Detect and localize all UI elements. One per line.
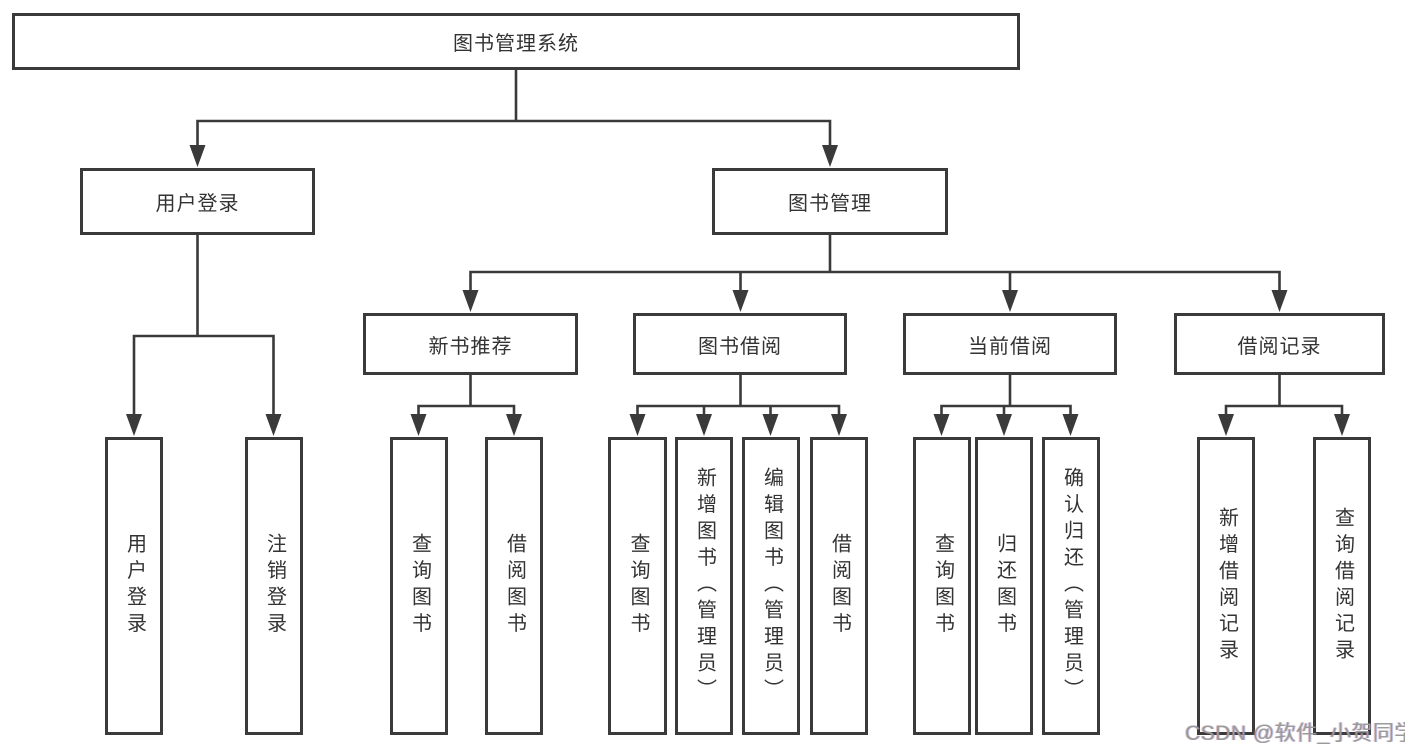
leaf-label: 新增图书（管理员） <box>693 467 716 705</box>
leaf-add-borrow-record: 新增借阅记录 <box>1197 437 1255 735</box>
node-user-login-branch: 用户登录 <box>80 168 315 235</box>
node-label: 新书推荐 <box>428 335 513 358</box>
leaf-label: 注销登录 <box>263 533 286 639</box>
node-book-management-branch: 图书管理 <box>712 168 948 235</box>
leaf-label: 查询借阅记录 <box>1331 506 1354 666</box>
node-label: 借阅记录 <box>1237 335 1322 358</box>
leaf-edit-books-admin: 编辑图书（管理员） <box>742 437 800 735</box>
leaf-query-books-recommend: 查询图书 <box>390 437 448 735</box>
leaf-query-borrow-record: 查询借阅记录 <box>1313 437 1371 735</box>
leaf-label: 查询图书 <box>931 533 954 639</box>
leaf-add-books-admin: 新增图书（管理员） <box>675 437 733 735</box>
leaf-label: 编辑图书（管理员） <box>760 467 783 705</box>
node-current-borrowing: 当前借阅 <box>903 313 1117 375</box>
leaf-label: 查询图书 <box>627 533 649 639</box>
leaf-user-login: 用户登录 <box>105 437 163 735</box>
leaf-label: 用户登录 <box>123 533 146 639</box>
leaf-query-books-current: 查询图书 <box>913 437 971 735</box>
leaf-label: 借阅图书 <box>828 533 851 639</box>
leaf-return-books: 归还图书 <box>975 437 1033 735</box>
leaf-label: 确认归还（管理员） <box>1060 467 1083 705</box>
leaf-label: 归还图书 <box>993 533 1016 639</box>
leaf-confirm-return-admin: 确认归还（管理员） <box>1042 437 1100 735</box>
node-label: 图书借阅 <box>698 335 782 358</box>
node-new-book-recommendation: 新书推荐 <box>363 313 578 375</box>
node-book-borrowing: 图书借阅 <box>633 313 847 375</box>
node-label: 图书管理 <box>788 193 872 215</box>
node-label: 当前借阅 <box>968 335 1052 358</box>
node-borrowing-records: 借阅记录 <box>1174 313 1385 375</box>
leaf-label: 查询图书 <box>408 533 431 639</box>
node-label: 用户登录 <box>155 193 240 215</box>
node-label: 图书管理系统 <box>453 33 579 55</box>
leaf-label: 借阅图书 <box>503 533 526 639</box>
leaf-query-books-borrow: 查询图书 <box>608 437 667 735</box>
leaf-label: 新增借阅记录 <box>1215 506 1238 666</box>
leaf-borrow-books: 借阅图书 <box>810 437 868 735</box>
leaf-logout: 注销登录 <box>245 437 303 735</box>
csdn-watermark: CSDN @软件_小贺同学 <box>1185 722 1405 745</box>
leaf-borrow-books-recommend: 借阅图书 <box>485 437 543 735</box>
node-library-management-system: 图书管理系统 <box>12 13 1020 70</box>
